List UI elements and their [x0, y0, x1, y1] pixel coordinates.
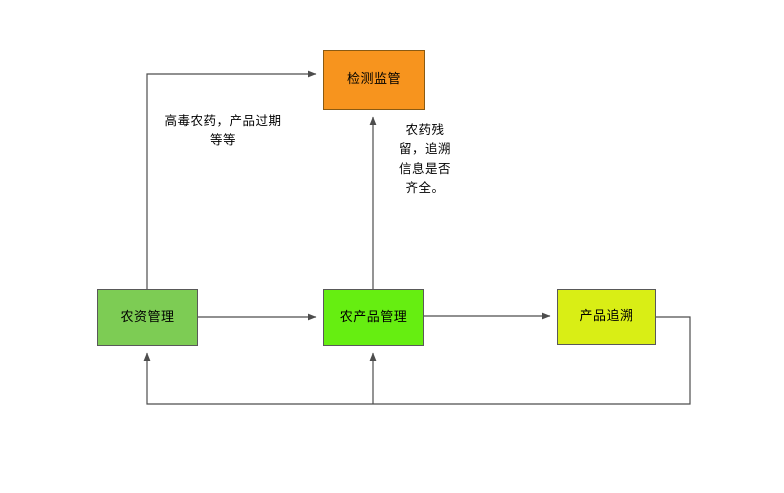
node-traceability[interactable]: 产品追溯 — [557, 289, 656, 345]
node-detection-label: 检测监管 — [346, 72, 401, 88]
node-detection[interactable]: 检测监管 — [323, 50, 425, 110]
edge-agri-input-to-detection — [146, 70, 317, 289]
node-agri-product-label: 农产品管理 — [339, 309, 408, 325]
node-agri-product[interactable]: 农产品管理 — [323, 289, 424, 346]
node-traceability-label: 产品追溯 — [579, 309, 634, 325]
edge-label-left: 高毒农药，产品过期等等 — [164, 113, 282, 148]
edge-label-center: 农药残留，追溯信息是否齐全。 — [398, 122, 451, 196]
node-agri-input-label: 农资管理 — [120, 309, 175, 325]
node-agri-input[interactable]: 农资管理 — [97, 289, 198, 346]
